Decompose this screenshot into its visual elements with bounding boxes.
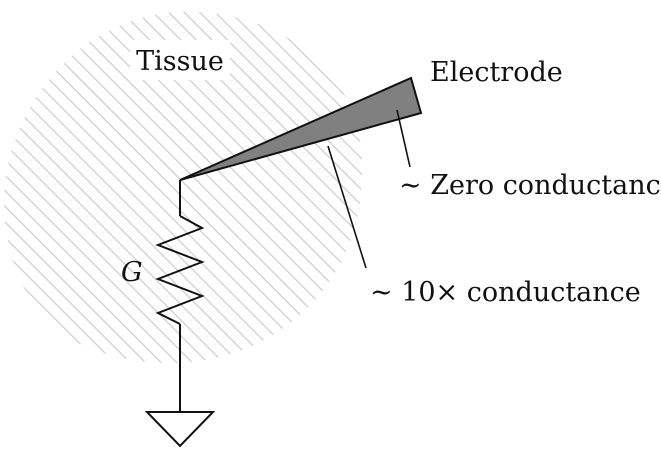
tissue-region	[3, 11, 363, 364]
zero-conductance-label: ∼ Zero conductance	[399, 170, 661, 201]
tissue-label-backdrop	[130, 40, 230, 80]
electrode-shape	[179, 76, 423, 181]
resistor-label: G	[121, 257, 143, 288]
ground-icon	[144, 411, 216, 448]
ten-x-conductance-leader	[327, 145, 367, 269]
zero-conductance-leader	[396, 109, 411, 168]
resistor-zigzag	[155, 215, 205, 325]
tissue-label: Tissue	[136, 46, 224, 77]
electrode-label: Electrode	[430, 57, 563, 88]
ten-x-conductance-label: ∼ 10× conductance	[370, 277, 641, 308]
